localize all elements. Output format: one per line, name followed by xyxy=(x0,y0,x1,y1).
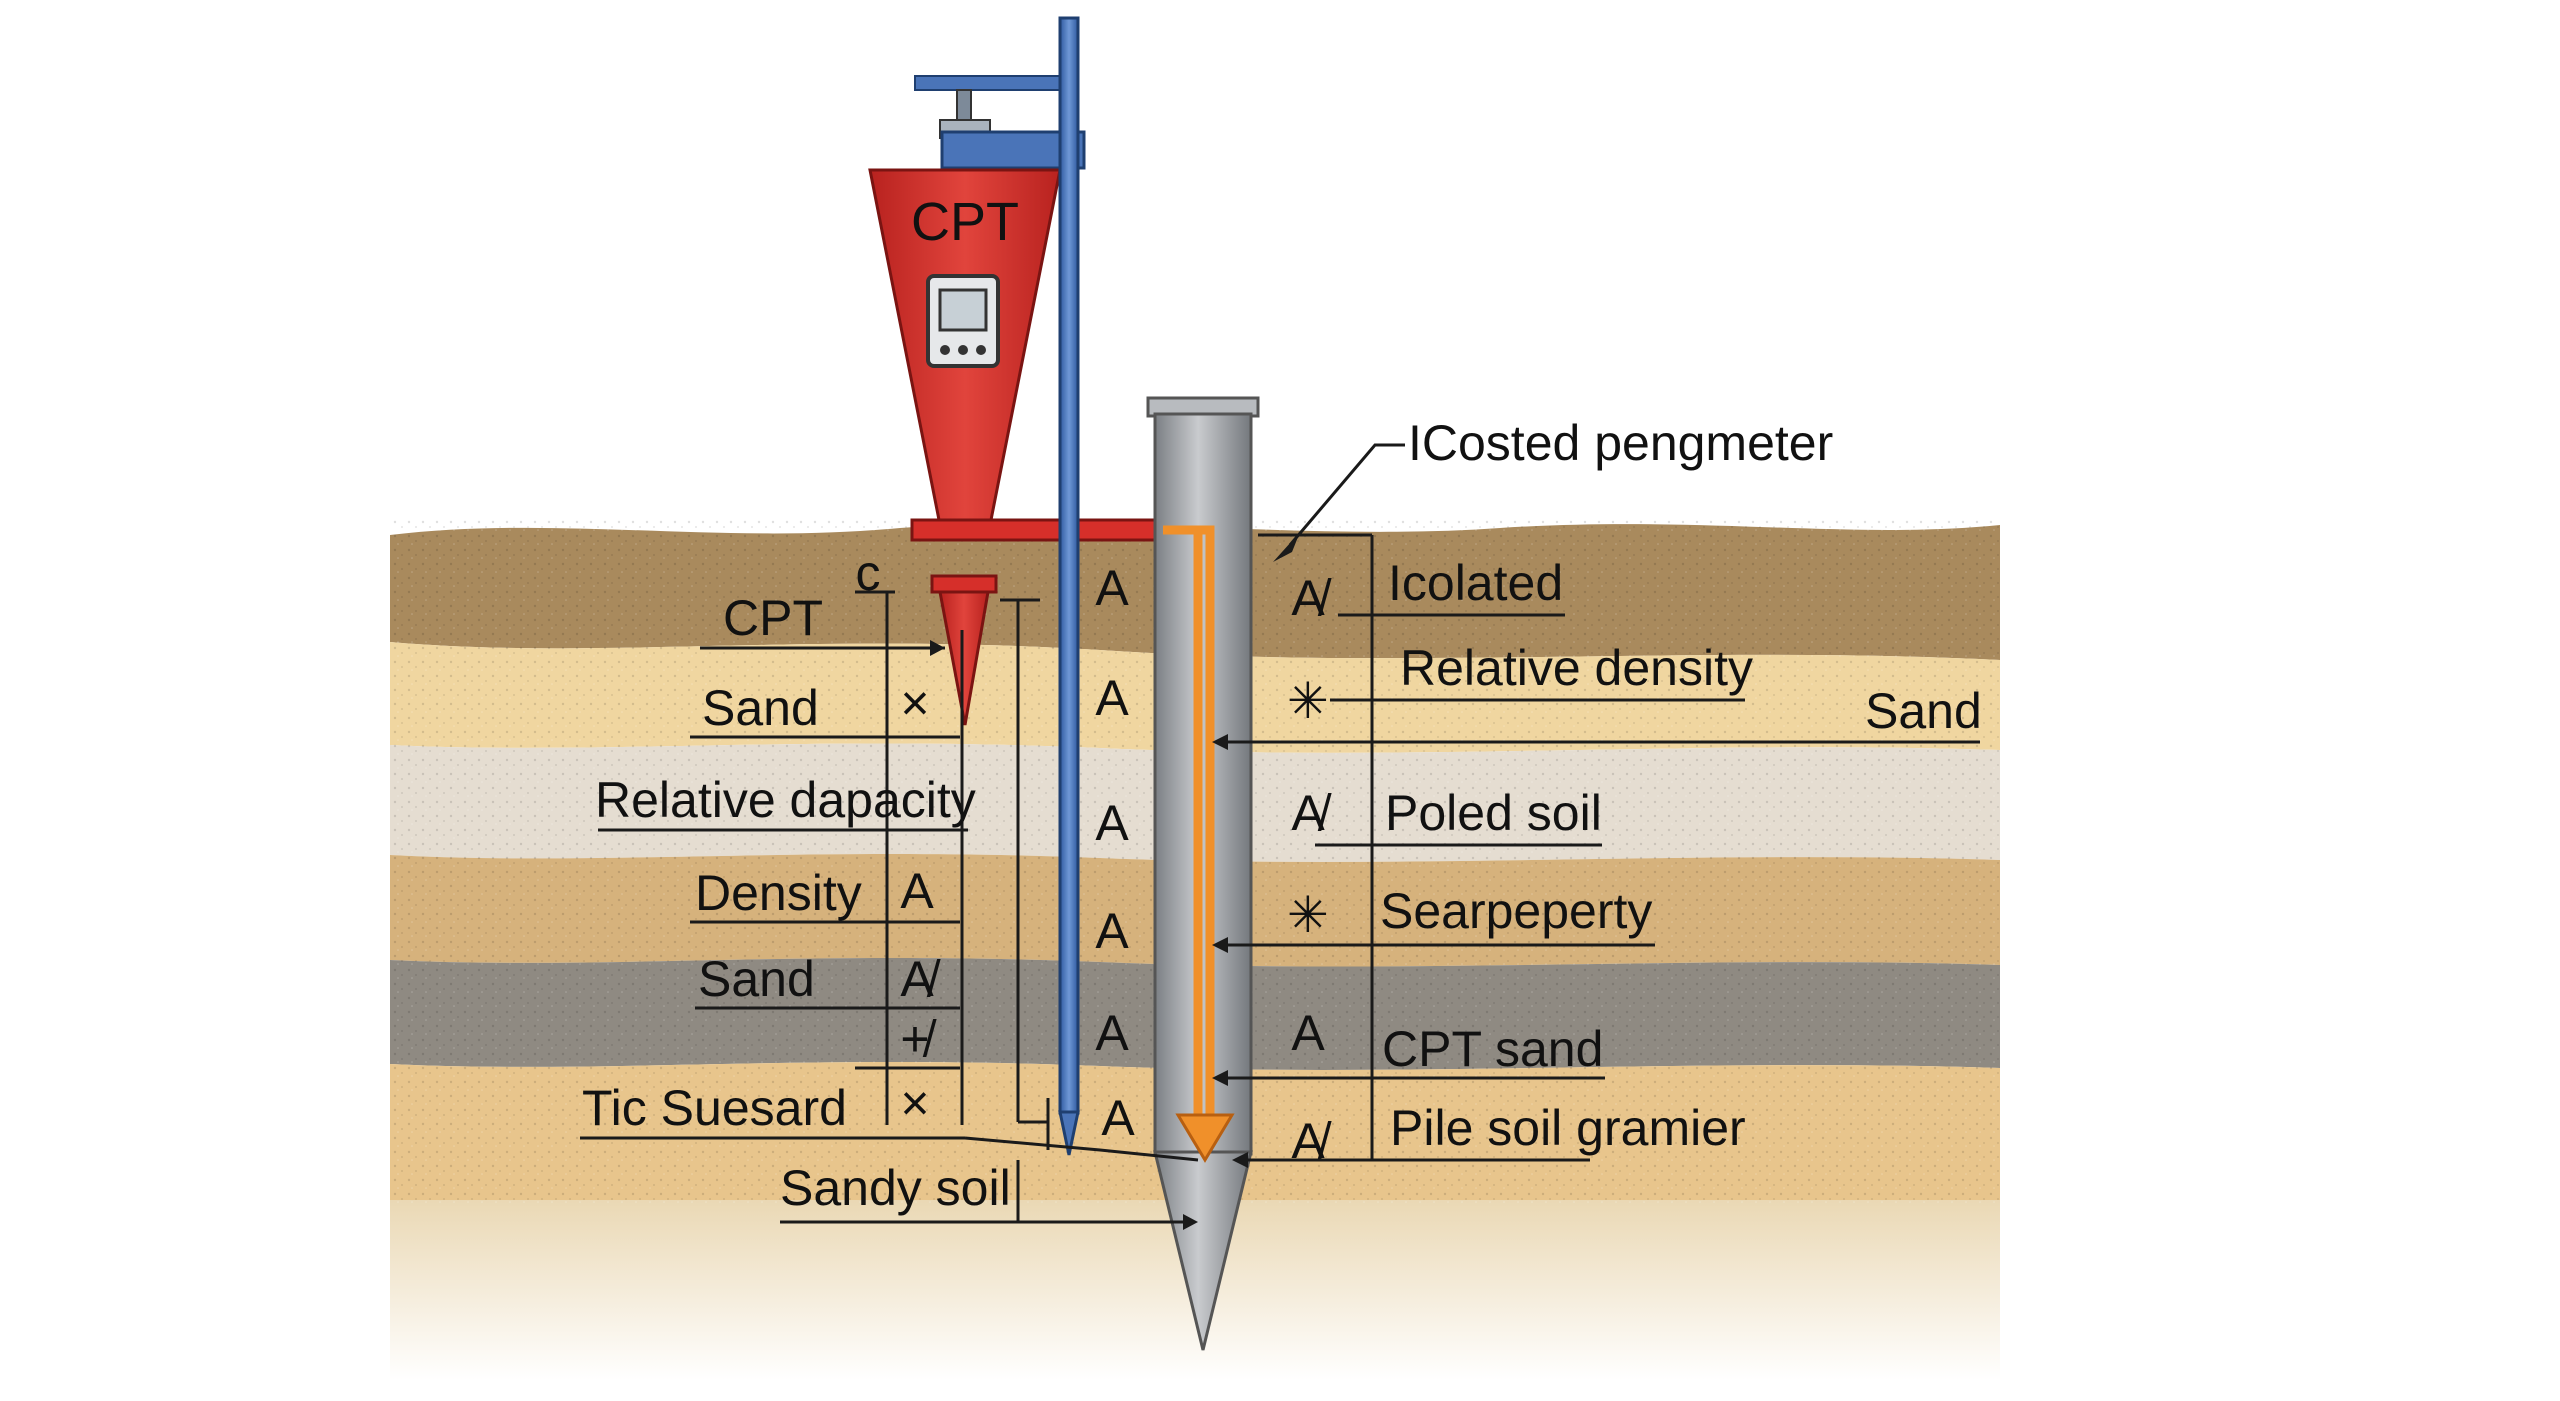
left-label-sandy-soil: Sandy soil xyxy=(780,1160,1011,1216)
right-label-sand: Sand xyxy=(1865,683,1982,739)
cpt-top-stem xyxy=(956,89,972,123)
right-mark-4: ✳ xyxy=(1287,887,1329,943)
pile-core-arrow xyxy=(1175,1113,1235,1163)
left-mark-5: × xyxy=(900,1075,929,1131)
right-mark-5: A xyxy=(1291,1005,1325,1061)
right-label-pile-soil: Pile soil gramier xyxy=(1390,1100,1746,1156)
center-mark-1: A xyxy=(1095,560,1129,616)
right-mark-2: ✳ xyxy=(1287,673,1329,729)
digital-readout-icon xyxy=(926,274,1000,368)
right-label-relative-density: Relative density xyxy=(1400,640,1753,696)
right-label-searpeperty: Searpeperty xyxy=(1380,883,1652,939)
cpt-base-plate xyxy=(910,518,1162,542)
cpt-top-bar xyxy=(914,75,1066,91)
left-label-sand-1: Sand xyxy=(702,680,819,736)
callout-pengmeter: ICosted pengmeter xyxy=(1273,415,1833,562)
cpt-title: CPT xyxy=(911,192,1019,252)
pile-core-bar-right xyxy=(1198,525,1215,1115)
left-mark-2: A xyxy=(900,863,934,919)
left-label-c: c xyxy=(856,545,881,601)
cpt-cone-tip xyxy=(938,590,990,726)
cpt-collar xyxy=(930,574,998,594)
push-rod-icon xyxy=(1058,16,1080,1156)
left-label-relative-capacity: Relative dapacity xyxy=(595,772,976,828)
center-mark-6: A xyxy=(1101,1090,1135,1146)
left-label-tic-suesard: Tic Suesard xyxy=(582,1080,847,1136)
center-mark-5: A xyxy=(1095,1005,1129,1061)
right-label-cpt-sand: CPT sand xyxy=(1382,1021,1603,1077)
left-label-density: Density xyxy=(695,865,862,921)
center-mark-4: A xyxy=(1095,903,1129,959)
right-label-poled-soil: Poled soil xyxy=(1385,785,1602,841)
cpt-device: CPT xyxy=(868,75,1162,726)
center-marks: A A A A A A xyxy=(1095,560,1135,1146)
right-labels: A̸ Icolated ✳ Relative density Sand A̸ P… xyxy=(1212,555,1982,1169)
left-label-sand-2: Sand xyxy=(698,951,815,1007)
callout-label: ICosted pengmeter xyxy=(1408,415,1833,471)
center-mark-3: A xyxy=(1095,795,1129,851)
left-guides xyxy=(855,590,1050,1150)
left-label-cpt: CPT xyxy=(723,590,823,646)
right-label-isolated: Icolated xyxy=(1388,555,1563,611)
left-labels: c CPT Sand × Relative dapacity Density A… xyxy=(580,545,1199,1230)
left-mark-1: × xyxy=(900,675,929,731)
driven-pile-icon xyxy=(1146,396,1260,1351)
right-guides xyxy=(1258,533,1374,1160)
center-mark-2: A xyxy=(1095,670,1129,726)
